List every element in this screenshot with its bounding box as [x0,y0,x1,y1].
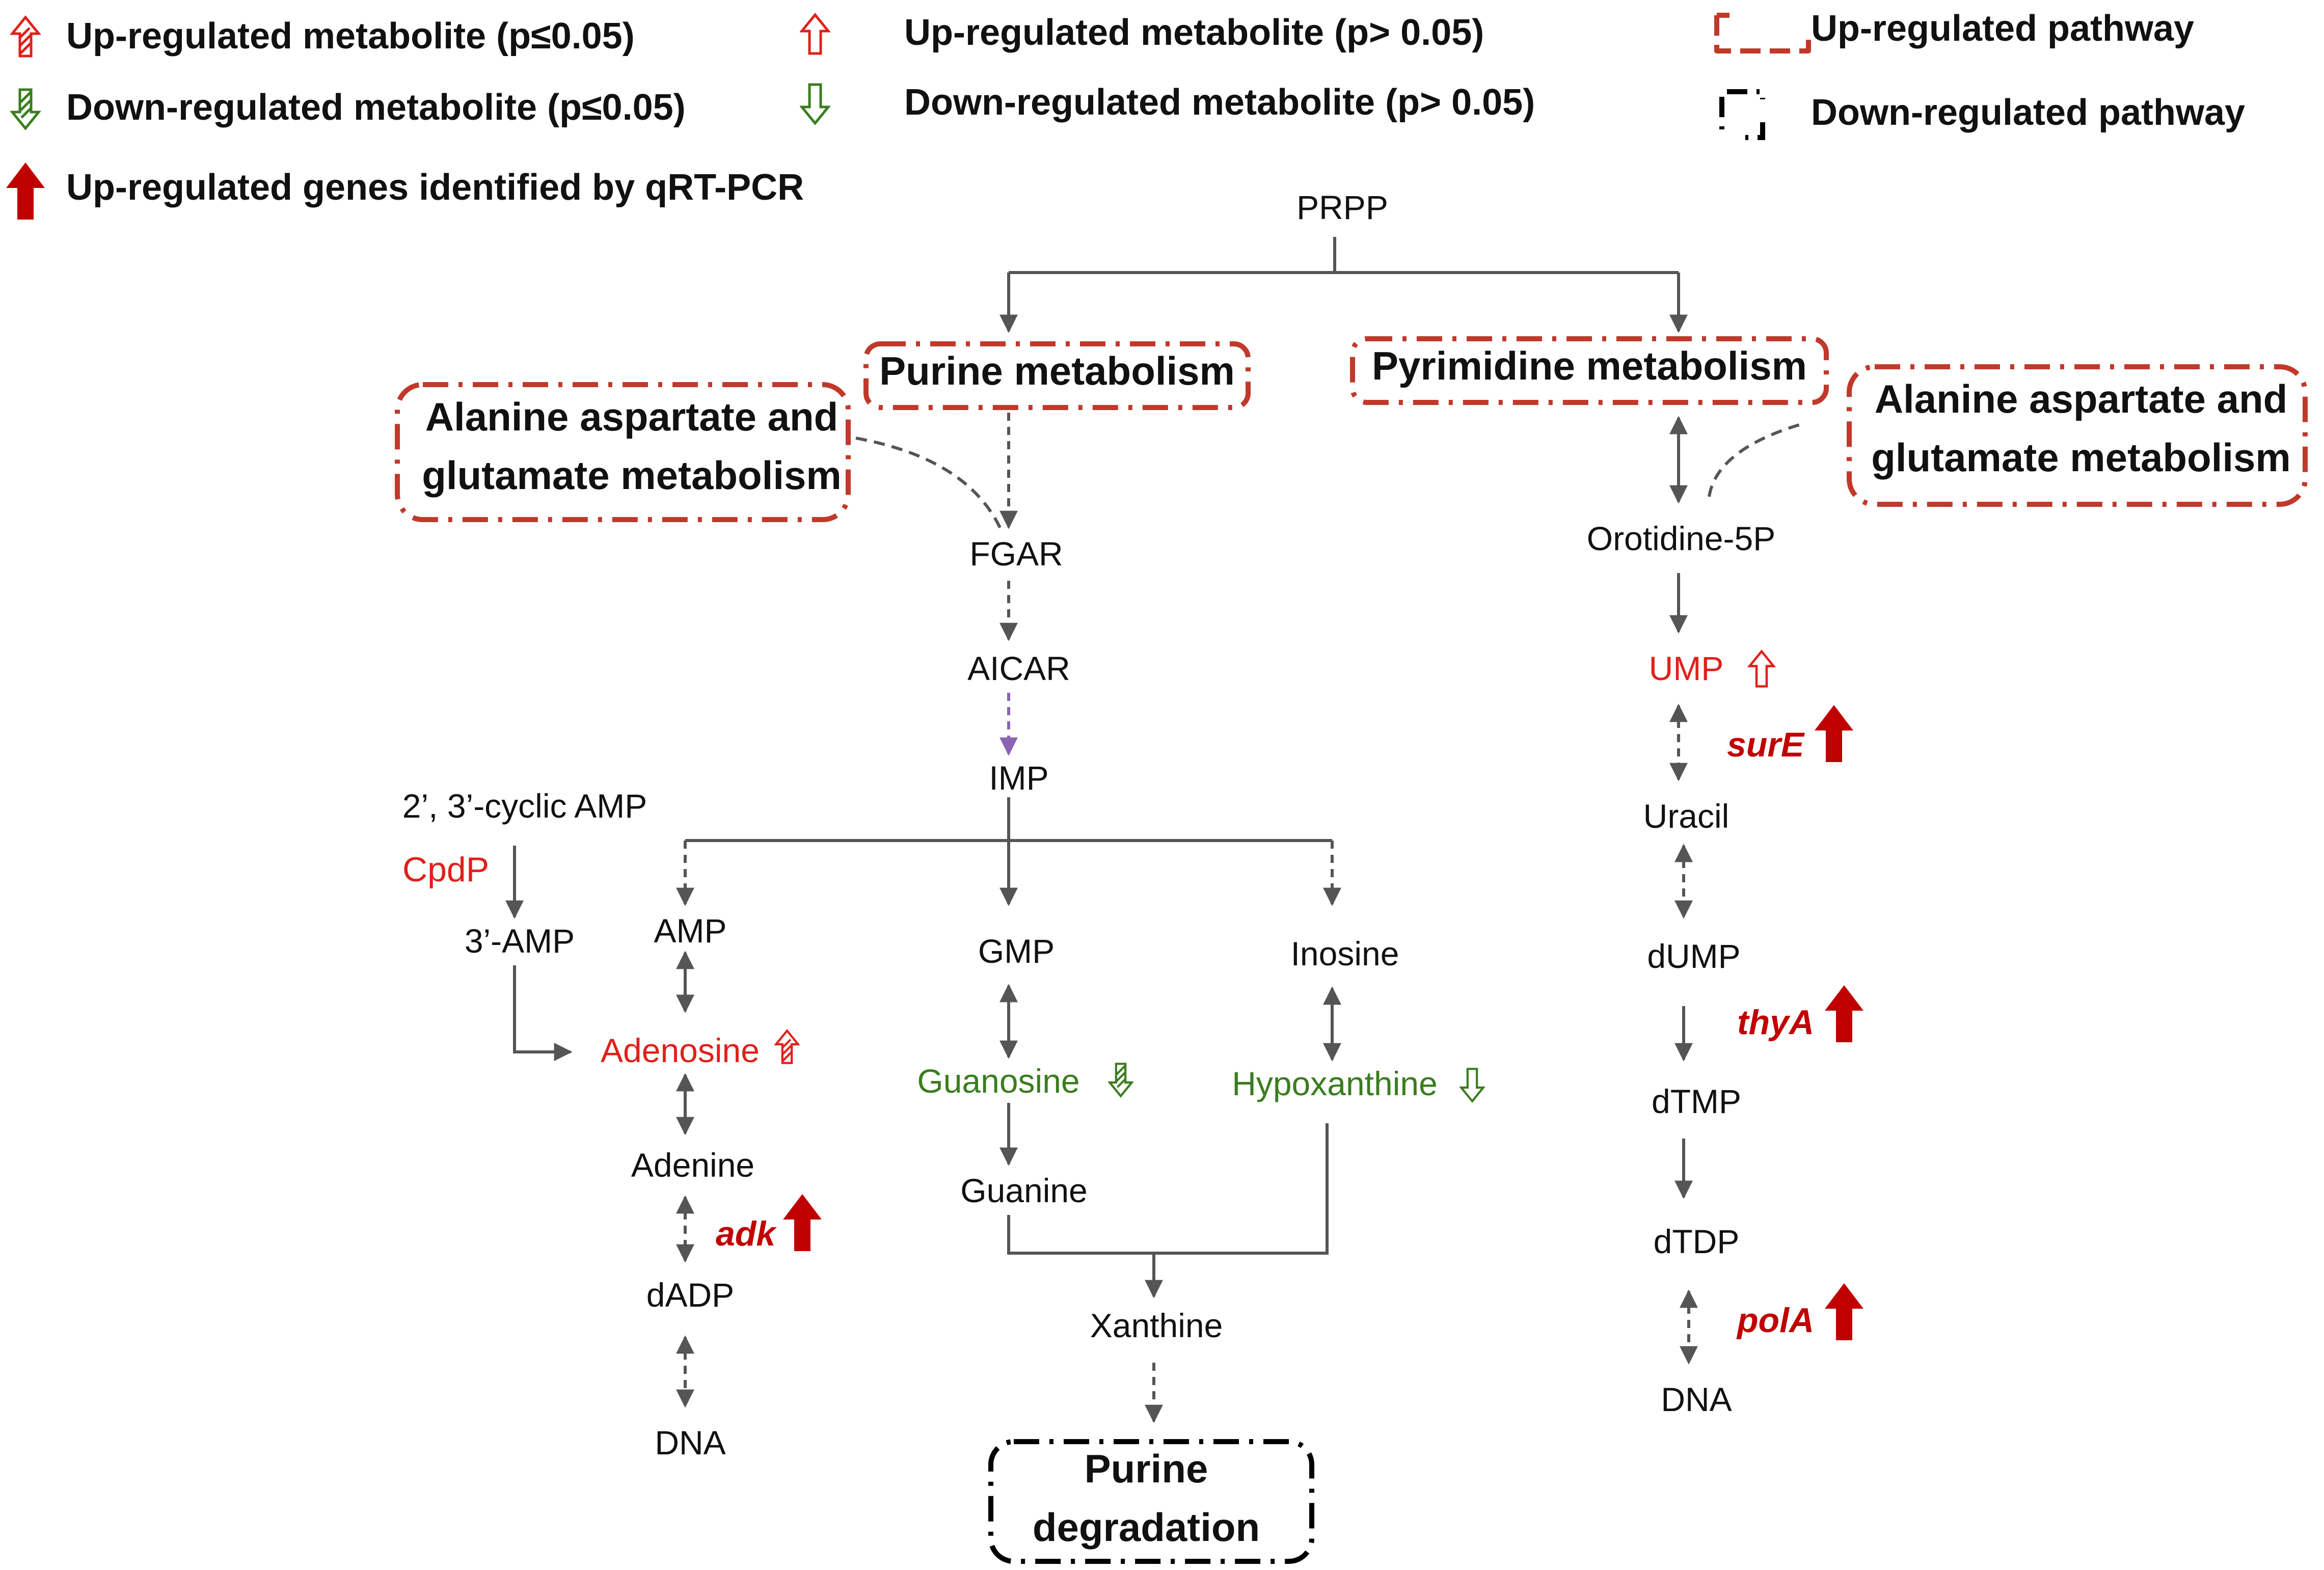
cpdp-gene-label: CpdP [402,850,489,889]
adk-up-gene-arrow-icon [783,1194,822,1251]
pola-up-gene-arrow-icon [1825,1283,1863,1340]
pola-gene-label: polA [1736,1301,1814,1340]
hypoxanthine-down-arrow-icon [1461,1069,1483,1101]
adk-gene-label: adk [716,1214,777,1253]
legend-up-nonsignificant: Up-regulated metabolite (p> 0.05) [904,12,1484,53]
guanosine-label: Guanosine [917,1062,1079,1100]
adenine-label: Adenine [631,1146,754,1184]
up-pathway-legend-box-icon [1714,15,1811,53]
fgar-label: FGAR [969,535,1063,573]
dadp-label: dADP [646,1276,734,1314]
gmp-label: GMP [978,932,1055,970]
imp-label: IMP [989,759,1048,797]
sure-gene-label: surE [1727,725,1805,764]
metabolites: PRPP FGAR AICAR IMP 2’, 3’-cyclic AMP 3’… [402,188,1775,1461]
purine-metabolism-label: Purine metabolism [879,348,1235,393]
aicar-label: AICAR [967,649,1070,687]
legend-up-significant: Up-regulated metabolite (p≤0.05) [66,16,635,57]
legend-up-pathway: Up-regulated pathway [1811,8,2194,49]
legend: Up-regulated metabolite (p≤0.05) Up-regu… [6,8,2245,220]
dna-right-label: DNA [1661,1380,1732,1418]
dna-left-label: DNA [655,1424,725,1461]
legend-down-nonsignificant: Down-regulated metabolite (p> 0.05) [904,82,1535,123]
up-regulated-nonsignificant-arrow-icon [802,15,828,53]
purine-metabolism-box [863,341,1251,410]
xanthine-label: Xanthine [1090,1307,1223,1344]
cyclic-amp-label: 2’, 3’-cyclic AMP [402,787,647,825]
down-regulated-significant-arrow-icon [12,90,39,128]
hypoxanthine-label: Hypoxanthine [1232,1065,1438,1102]
orotidine-label: Orotidine-5P [1587,520,1776,557]
adenosine-label: Adenosine [601,1032,760,1069]
amp-label: AMP [654,912,726,950]
guanosine-down-arrow-icon [1110,1064,1131,1096]
purine-degradation-line2: degradation [1033,1505,1260,1550]
alanine-right-line2: glutamate metabolism [1871,435,2291,480]
inosine-label: Inosine [1291,935,1399,972]
dtdp-label: dTDP [1654,1223,1740,1260]
uracil-label: Uracil [1643,797,1730,835]
3-amp-label: 3’-AMP [465,922,575,960]
guanine-label: Guanine [960,1172,1088,1209]
legend-down-pathway: Down-regulated pathway [1811,92,2245,133]
adenosine-up-arrow-icon [776,1031,798,1063]
down-regulated-nonsignificant-arrow-icon [802,85,828,123]
dtmp-label: dTMP [1652,1082,1741,1120]
dump-label: dUMP [1647,937,1740,975]
purine-degradation-line1: Purine [1085,1446,1208,1491]
alanine-metabolism-left-box [395,382,851,522]
legend-up-genes: Up-regulated genes identified by qRT-PCR [66,167,804,208]
purine-degradation-box [988,1439,1314,1564]
genes: CpdP adk surE thyA polA [402,725,1814,1340]
thya-gene-label: thyA [1737,1003,1814,1042]
connectors [505,237,1806,1423]
up-regulated-gene-arrow-icon [6,163,45,220]
alanine-left-line2: glutamate metabolism [422,453,842,498]
ump-label: UMP [1649,649,1724,687]
ump-up-arrow-icon [1749,652,1773,687]
alanine-metabolism-right-box [1847,364,2308,507]
up-regulated-significant-arrow-icon [12,17,39,56]
sure-up-gene-arrow-icon [1815,705,1853,762]
prpp-label: PRPP [1296,188,1388,226]
thya-up-gene-arrow-icon [1825,985,1863,1042]
alanine-right-line1: Alanine aspartate and [1875,376,2288,421]
alanine-left-line1: Alanine aspartate and [425,394,839,439]
pyrimidine-metabolism-label: Pyrimidine metabolism [1372,343,1807,388]
down-pathway-legend-box-icon [1719,89,1765,140]
legend-down-significant: Down-regulated metabolite (p≤0.05) [66,87,686,128]
pathway-boxes: Purine metabolism Pyrimidine metabolism … [395,336,2308,1564]
pyrimidine-metabolism-box [1350,336,1829,405]
